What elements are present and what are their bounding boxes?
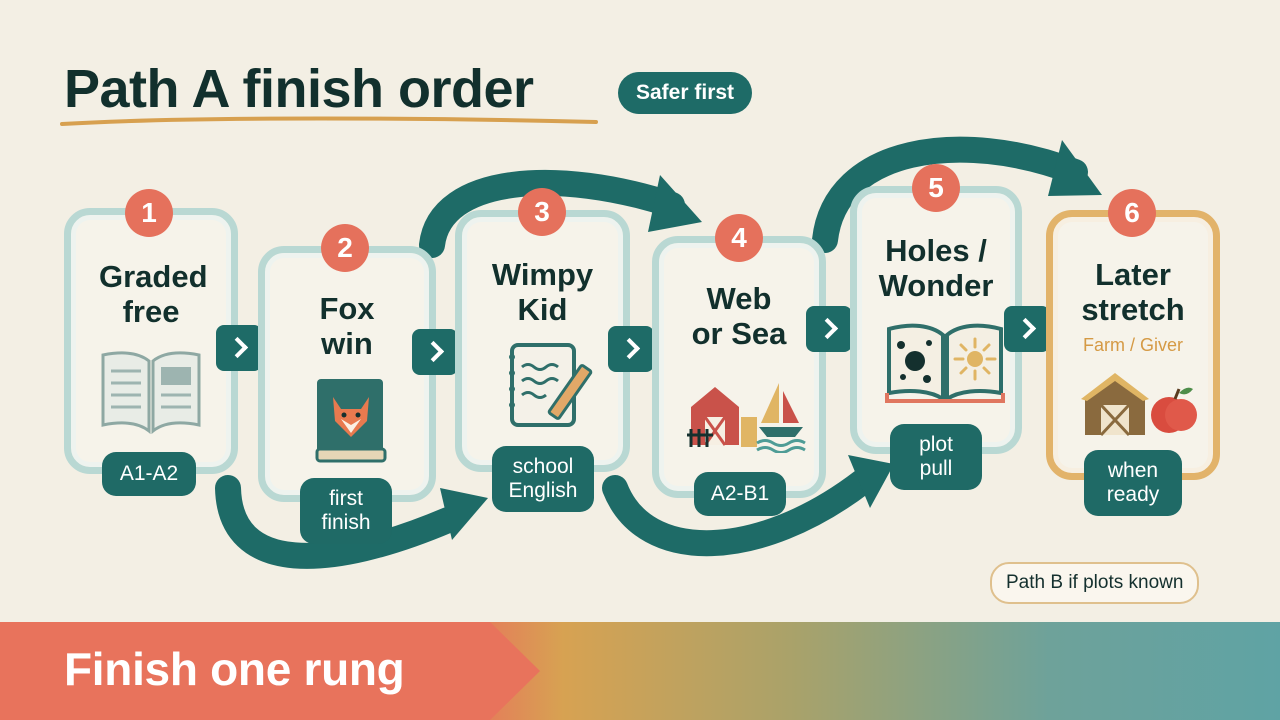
step-level-pill-2: first finish: [300, 478, 392, 544]
step-level-pill-4: A2-B1: [694, 472, 786, 516]
step-title: Web or Sea: [691, 281, 787, 351]
step-card-6: Later stretch Farm / Giver: [1046, 210, 1220, 480]
step-card-3: Wimpy Kid: [455, 210, 630, 472]
sun-book-icon: [885, 323, 1005, 403]
step-card-2: Fox win: [258, 246, 436, 502]
step-number-5: 5: [912, 164, 960, 212]
step-title: Later stretch: [1081, 257, 1185, 327]
step-number-2: 2: [321, 224, 369, 272]
step-title: Holes / Wonder: [878, 233, 994, 303]
step-level-pill-5: plot pull: [890, 424, 982, 490]
step-card-4: Web or Sea: [652, 236, 826, 498]
step-level-pill-1: A1-A2: [102, 452, 196, 496]
step-number-6: 6: [1108, 189, 1156, 237]
path-b-note: Path B if plots known: [990, 562, 1200, 604]
step-number-1: 1: [125, 189, 173, 237]
next-arrow-icon: [412, 329, 476, 375]
footer-caption: Finish one rung: [64, 643, 405, 695]
next-arrow-icon: [608, 326, 672, 372]
step-number-3: 3: [518, 188, 566, 236]
step-title: Fox win: [319, 291, 375, 361]
next-arrow-icon: [216, 325, 280, 371]
page-title: Path A finish order: [64, 59, 534, 119]
step-level-pill-3: school English: [492, 446, 594, 512]
open-book-icon: [101, 351, 201, 435]
barn-sailboat-icon: [687, 383, 806, 453]
next-arrow-icon: [806, 306, 870, 352]
step-title: Wimpy Kid: [491, 257, 594, 327]
step-card-1: Graded free: [64, 208, 238, 474]
step-card-5: Holes / Wonder: [850, 186, 1022, 454]
step-subtitle: Farm / Giver: [1082, 335, 1183, 355]
footer-arrow: [0, 622, 540, 720]
safer-first-badge: Safer first: [618, 72, 753, 114]
notebook-pencil-icon: [509, 343, 593, 427]
title-underline: [60, 116, 598, 126]
step-number-4: 4: [715, 214, 763, 262]
step-level-pill-6: when ready: [1084, 450, 1182, 516]
step-title: Graded free: [99, 259, 208, 329]
fox-book-icon: [315, 379, 387, 463]
barn-apple-icon: [1081, 373, 1197, 437]
next-arrow-icon: [1004, 306, 1068, 352]
